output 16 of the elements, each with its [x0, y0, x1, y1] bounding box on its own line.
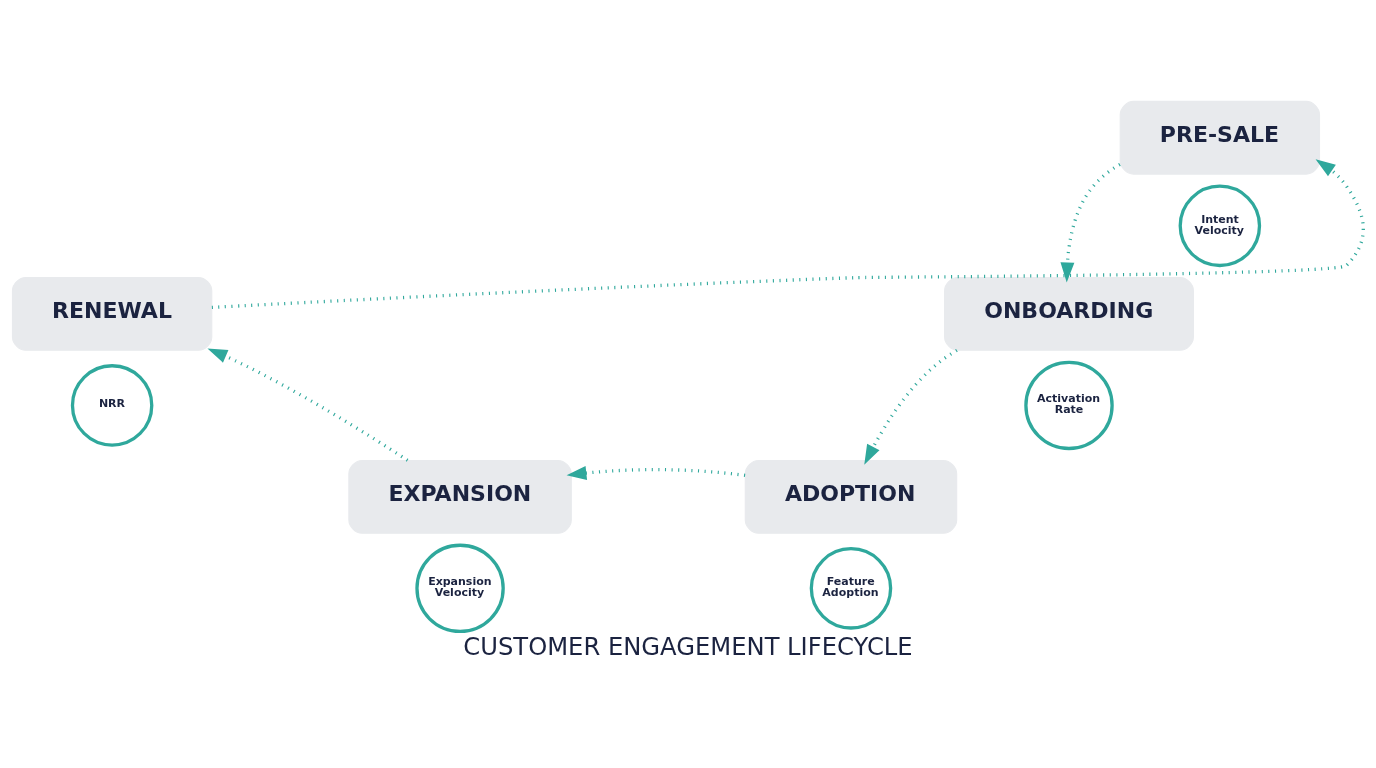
arrow [211, 159, 1365, 310]
node-box: EXPANSION [348, 459, 572, 534]
node-circle: Expansion Velocity [415, 543, 505, 634]
diagram-title: CUSTOMER ENGAGEMENT LIFECYCLE [463, 633, 913, 662]
arrow [1060, 163, 1121, 283]
arrow [207, 348, 409, 462]
node-circle: Feature Adoption [809, 547, 893, 630]
node-box: RENEWAL [11, 277, 213, 351]
node-box: ONBOARDING [944, 277, 1194, 351]
arrow [566, 466, 746, 480]
node-circle: Intent Velocity [1178, 184, 1262, 268]
node-box: ADOPTION [744, 459, 958, 534]
arrow [864, 348, 958, 465]
node-circle: Activation Rate [1024, 360, 1114, 451]
node-circle: NRR [70, 364, 154, 447]
node-box: PRE-SALE [1119, 100, 1321, 175]
